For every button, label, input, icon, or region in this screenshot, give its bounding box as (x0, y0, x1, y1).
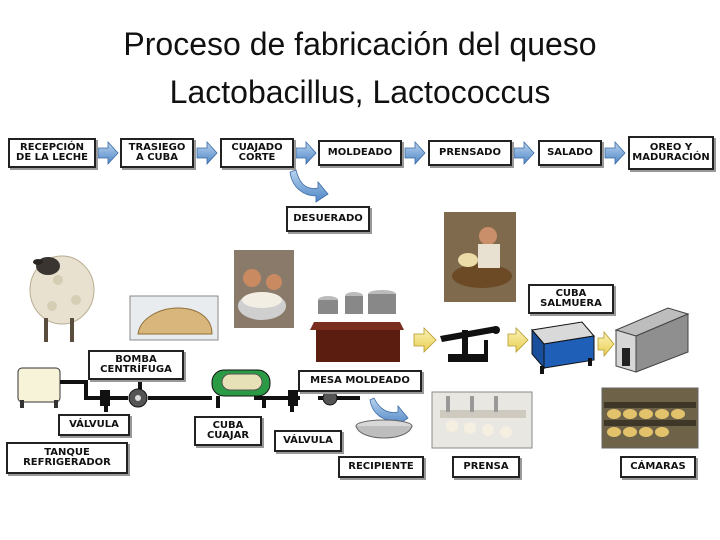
flow-arrow-3 (295, 140, 317, 166)
valve-1 (100, 390, 110, 406)
yellow-arrows (413, 327, 615, 358)
label-cuba-salmuera-text: CUBA SALMUERA (540, 288, 602, 309)
sheep-illustration (29, 255, 95, 342)
yellow-arrow-3 (597, 330, 615, 358)
step-salado-label: SALADO (547, 147, 593, 158)
step-moldeado-label: MOLDEADO (327, 147, 393, 158)
step-desuerado: DESUERADO (286, 206, 370, 232)
label-valvula-1: VÁLVULA (58, 414, 130, 436)
cheese-vat (211, 369, 271, 408)
press-rack-photo (431, 391, 533, 449)
yellow-arrow-2 (507, 327, 529, 353)
flow-arrow-5 (513, 140, 535, 166)
flow-arrow-6 (604, 140, 626, 166)
label-bomba-text: BOMBA CENTRÍFUGA (100, 354, 172, 375)
brine-tank (531, 321, 595, 374)
maturing-chamber (614, 307, 690, 373)
aging-room-photo (601, 387, 699, 449)
label-recipiente-text: RECIPIENTE (348, 461, 414, 472)
valve-2 (288, 390, 298, 406)
label-cuba-salmuera: CUBA SALMUERA (528, 284, 614, 314)
step-recepcion: RECEPCIÓN DE LA LECHE (8, 138, 96, 168)
curved-arrow-desuerado (289, 169, 329, 203)
label-valvula-1-text: VÁLVULA (69, 419, 119, 430)
step-moldeado: MOLDEADO (318, 140, 402, 166)
step-trasiego: TRASIEGO A CUBA (120, 138, 194, 168)
step-salado: SALADO (538, 140, 602, 166)
step-prensado: PRENSADO (428, 140, 512, 166)
step-trasiego-label: TRASIEGO A CUBA (128, 142, 186, 163)
flow-arrow-4 (404, 140, 426, 166)
step-prensado-label: PRENSADO (439, 147, 501, 158)
label-camaras-text: CÁMARAS (630, 461, 686, 472)
pressing-photo (444, 212, 516, 302)
step-cuajado: CUAJADO CORTE (220, 138, 294, 168)
label-prensa: PRENSA (452, 456, 520, 478)
step-cuajado-label: CUAJADO CORTE (231, 142, 283, 163)
flow-arrow-1 (97, 140, 119, 166)
whey-container (355, 419, 413, 439)
label-tanque-text: TANQUE REFRIGERADOR (23, 447, 111, 468)
label-valvula-2-text: VÁLVULA (283, 435, 333, 446)
centrifugal-pump (128, 388, 148, 408)
step-recepcion-label: RECEPCIÓN DE LA LECHE (16, 142, 88, 163)
step-oreo-label: OREO Y MADURACIÓN (632, 142, 710, 163)
label-mesa-moldeado: MESA MOLDEADO (298, 370, 422, 392)
refrigerated-tank (17, 367, 61, 408)
label-cuba-cuajar: CUBA CUAJAR (194, 416, 262, 446)
label-mesa-text: MESA MOLDEADO (310, 375, 410, 386)
curd-handling-photo (234, 250, 294, 328)
label-prensa-text: PRENSA (463, 461, 509, 472)
label-cuba-cuajar-text: CUBA CUAJAR (206, 420, 250, 441)
label-tanque-refrigerador: TANQUE REFRIGERADOR (6, 442, 128, 474)
lever-press-icon (440, 326, 500, 362)
molds-and-table (310, 290, 404, 362)
label-valvula-2: VÁLVULA (274, 430, 342, 452)
slide-title-line2: Lactobacillus, Lactococcus (169, 74, 551, 110)
label-recipiente: RECIPIENTE (338, 456, 424, 478)
pump-2 (322, 390, 338, 406)
cheese-wheel-photo (129, 295, 219, 341)
yellow-arrow-1 (413, 327, 437, 353)
curved-arrow-recipiente (369, 397, 409, 427)
label-camaras: CÁMARAS (620, 456, 696, 478)
slide-title-line1: Proceso de fabricación del queso (123, 26, 597, 62)
label-bomba-centrifuga: BOMBA CENTRÍFUGA (88, 350, 184, 380)
flow-arrow-2 (196, 140, 218, 166)
step-oreo: OREO Y MADURACIÓN (628, 136, 714, 170)
step-desuerado-label: DESUERADO (293, 213, 363, 224)
